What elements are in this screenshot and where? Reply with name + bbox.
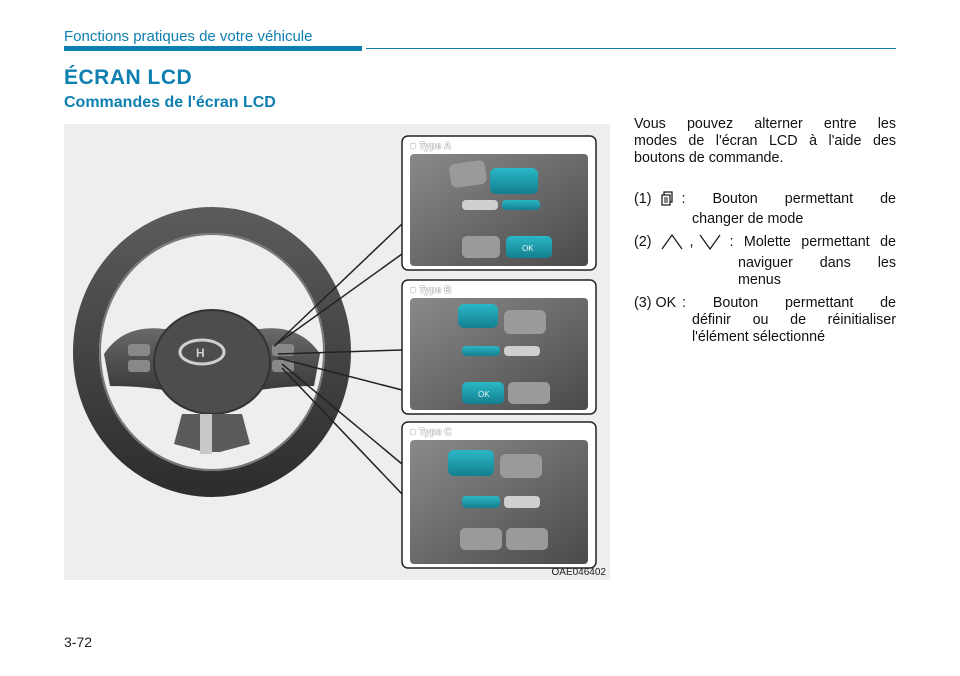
leader-lines xyxy=(273,223,403,495)
type-c-panel xyxy=(401,421,597,569)
subsection-title: Commandes de l'écran LCD xyxy=(64,94,276,111)
item-ok-button: (3) OK : Bouton permettant de définir ou… xyxy=(634,295,896,346)
item-mode-button: (1) : Bouton permettant de changer de mo… xyxy=(634,191,896,228)
type-a-label: ■ Type A xyxy=(410,141,452,152)
steering-wheel-figure: H OK xyxy=(64,124,610,580)
intro-line: Vous pouvez alterner entre les xyxy=(634,116,896,132)
down-icon xyxy=(699,234,721,255)
section-title: ÉCRAN LCD xyxy=(64,66,193,89)
item-wheel: (2) , : Molette permettant de naviguer d… xyxy=(634,233,896,289)
item-desc-cont: naviguer dans les xyxy=(738,255,896,271)
header-rule xyxy=(366,48,896,49)
figure-code: OAE046402 xyxy=(551,567,607,578)
figure-illustration: H OK xyxy=(73,135,597,569)
svg-text:OK: OK xyxy=(478,390,490,399)
type-b-panel: OK xyxy=(401,279,597,415)
item-desc: : Bouton permettant de xyxy=(682,295,896,311)
mode-icon xyxy=(661,191,674,211)
item-desc-cont: menus xyxy=(738,272,781,288)
intro-line: modes de l'écran LCD à l'aide des xyxy=(634,133,896,149)
type-a-panel: OK xyxy=(401,135,597,271)
item-desc: : Molette permettant de xyxy=(729,234,896,250)
intro-line: boutons de commande. xyxy=(634,150,784,166)
running-header: Fonctions pratiques de votre véhicule xyxy=(64,28,313,45)
item-desc-cont: l'élément sélectionné xyxy=(692,329,826,345)
item-desc-cont: changer de mode xyxy=(692,211,804,227)
item-number: (1) xyxy=(634,191,652,207)
up-icon xyxy=(661,233,683,255)
page-number: 3-72 xyxy=(64,634,93,650)
type-b-label: ■ Type B xyxy=(410,285,452,296)
instructions-column: Vous pouvez alterner entre les modes de … xyxy=(634,116,896,346)
item-desc: : Bouton permettant de xyxy=(681,191,896,207)
item-desc-cont: définir ou de réinitialiser xyxy=(692,312,896,328)
type-c-label: ■ Type C xyxy=(410,427,452,438)
steering-wheel: H xyxy=(73,207,351,497)
svg-text:OK: OK xyxy=(522,244,534,253)
item-number: (2) xyxy=(634,234,652,250)
svg-text:H: H xyxy=(196,346,205,360)
header-bar xyxy=(64,46,362,51)
intro-paragraph: Vous pouvez alterner entre les modes de … xyxy=(634,116,896,167)
item-number: (3) OK xyxy=(634,295,677,311)
item-comma: , xyxy=(689,234,694,250)
